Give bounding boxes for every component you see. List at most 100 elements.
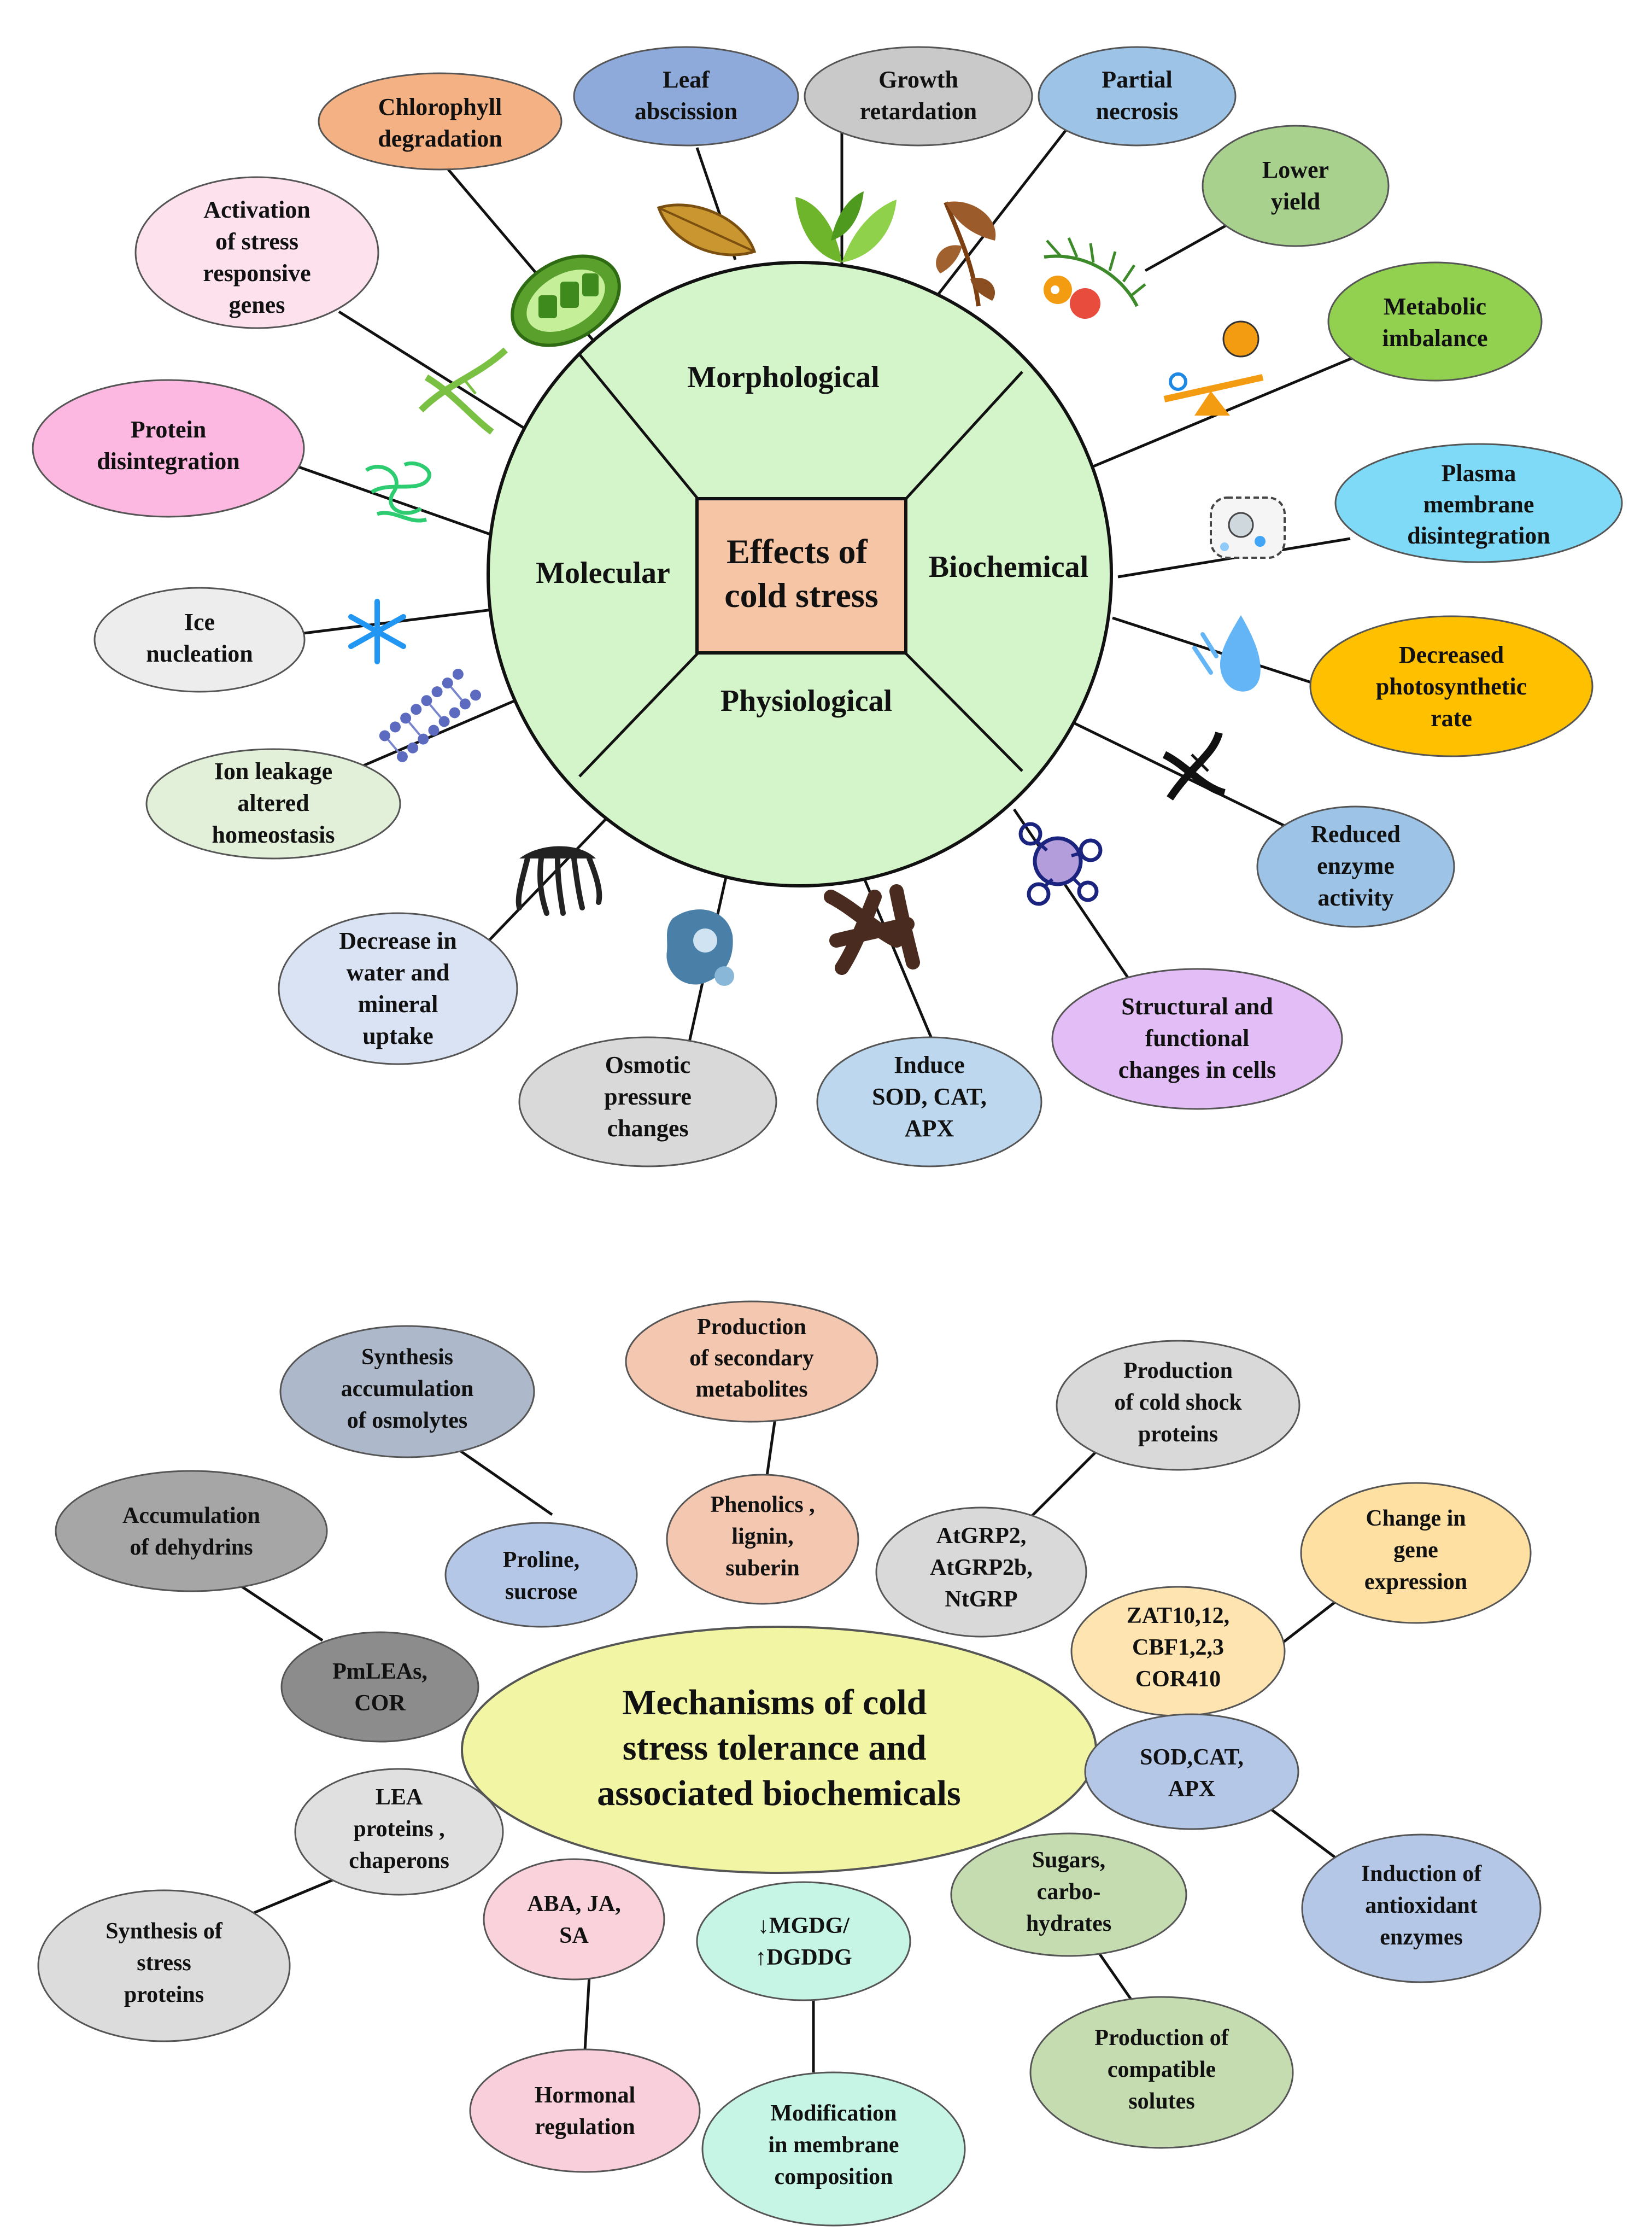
- bubble-sugars: Sugars,carbo-hydrates: [950, 1832, 1187, 1957]
- bubble-proline: Proline,sucrose: [444, 1522, 638, 1628]
- quadrant-physiological: Physiological: [720, 684, 892, 718]
- wilted-plant-icon: [936, 201, 996, 307]
- leaf-cluster-icon: [795, 191, 897, 262]
- chloroplast-icon: [511, 254, 621, 347]
- membrane-cell-icon: [1210, 497, 1286, 559]
- center-box: [695, 497, 907, 655]
- quadrant-morphological: Morphological: [687, 360, 880, 394]
- bubble-atgrp: AtGRP2,AtGRP2b,NtGRP: [875, 1506, 1087, 1638]
- bubble-sodcat: SOD,CAT,APX: [1084, 1713, 1299, 1830]
- balance-icon: [1163, 320, 1264, 416]
- top-diagram: Effects of cold stress Morphological Bio…: [32, 46, 1623, 1167]
- fruit-branch-icon: [1044, 237, 1146, 319]
- bubble-aba: ABA, JA,SA: [483, 1858, 665, 1981]
- center-title-line-2: cold stress: [724, 576, 878, 615]
- water-drop-icon: [1192, 615, 1261, 692]
- svg-text:SOD,CAT,APX: SOD,CAT,APX: [1140, 1745, 1244, 1802]
- dna-icon: [1162, 731, 1226, 801]
- dna-helix-icon: [418, 347, 508, 435]
- quadrant-biochemical: Biochemical: [929, 550, 1088, 584]
- lipid-bilayer-icon: [379, 668, 482, 762]
- bubble-mgdg: ↓MGDG/↑DGDDG: [696, 1881, 911, 2001]
- leaf-icon: [657, 203, 757, 256]
- svg-text:Phenolics ,lignin,suberin: Phenolics ,lignin,suberin: [710, 1492, 815, 1581]
- svg-text:↓MGDG/↑DGDDG: ↓MGDG/↑DGDDG: [755, 1913, 852, 1970]
- molecule-icon: [1018, 822, 1103, 906]
- microbes-icon: [824, 884, 920, 975]
- quadrant-molecular: Molecular: [536, 556, 670, 590]
- bubble-phenolics: Phenolics ,lignin,suberin: [666, 1474, 859, 1605]
- quadrant-dividers: [578, 353, 1023, 778]
- bottom-diagram: Mechanisms of cold stress tolerance and …: [37, 1300, 1542, 2227]
- center-title-line-1: Effects of: [727, 532, 868, 571]
- svg-text:PmLEAs,COR: PmLEAs,COR: [332, 1659, 427, 1716]
- svg-text:Sugars,carbo-hydrates: Sugars,carbo-hydrates: [1026, 1848, 1111, 1936]
- center-title: Effects of cold stress: [724, 532, 878, 615]
- cell-icon: [666, 909, 734, 986]
- bubble-pmleas: PmLEAs,COR: [280, 1631, 479, 1743]
- snowflake-icon: [348, 599, 406, 664]
- mechanisms-title: Mechanisms of cold stress tolerance and …: [597, 1683, 960, 1813]
- svg-text:Proline,sucrose: Proline,sucrose: [503, 1547, 579, 1604]
- svg-text:AtGRP2,AtGRP2b,NtGRP: AtGRP2,AtGRP2b,NtGRP: [930, 1523, 1033, 1612]
- roots-icon: [515, 846, 602, 916]
